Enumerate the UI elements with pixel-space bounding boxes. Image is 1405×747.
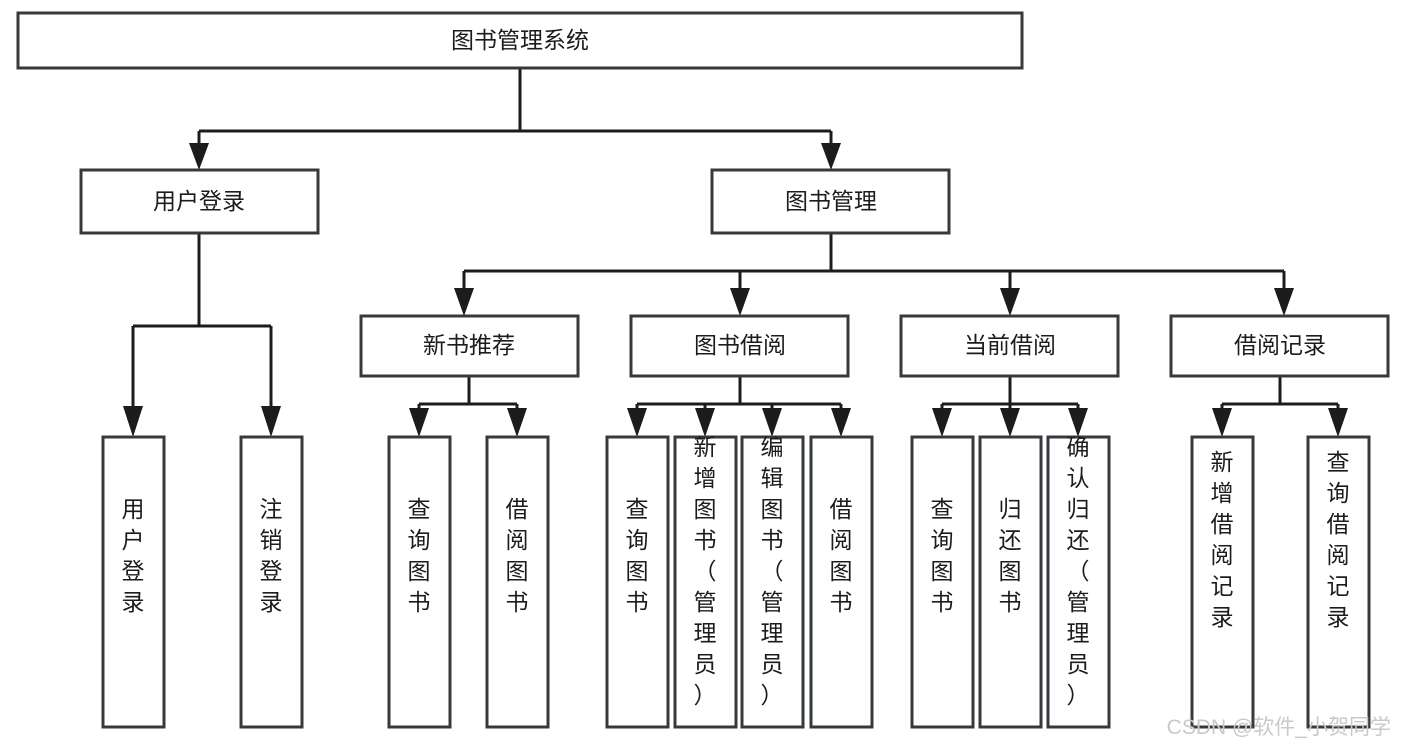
- arrow-head-currentborrow-leaf-1: [932, 408, 952, 437]
- node-book-management-label: 图书管理: [785, 188, 877, 214]
- leaf-book-borrow-1-box[interactable]: [605, 435, 670, 729]
- leaf-user-login-1-box[interactable]: [101, 435, 166, 729]
- leaf-book-borrow-3[interactable]: 编辑图书（管理员）: [740, 434, 805, 729]
- arrow-head-borrowrecord-leaf-2: [1328, 408, 1348, 437]
- leaf-user-login-2[interactable]: 注销登录: [239, 435, 304, 729]
- leaf-book-borrow-4-label: 借阅图书: [830, 496, 853, 615]
- node-root[interactable]: 图书管理系统: [16, 11, 1024, 70]
- leaf-new-book-2[interactable]: 借阅图书: [485, 435, 550, 729]
- leaf-borrow-record-1-label: 新增借阅记录: [1211, 449, 1234, 630]
- leaf-borrow-record-1[interactable]: 新增借阅记录: [1190, 435, 1255, 729]
- leaf-current-borrow-3-label: 确认归还（管理员）: [1067, 434, 1090, 708]
- leaf-book-borrow-4[interactable]: 借阅图书: [809, 435, 874, 729]
- leaf-new-book-2-label: 借阅图书: [506, 496, 529, 615]
- node-user-login-box[interactable]: [79, 168, 320, 235]
- node-book-borrow[interactable]: 图书借阅: [629, 314, 850, 378]
- node-book-management[interactable]: 图书管理: [710, 168, 951, 235]
- arrow-head-to-user-login: [189, 143, 209, 170]
- leaf-user-login-1[interactable]: 用户登录: [101, 435, 166, 729]
- node-new-book-recommend-label: 新书推荐: [423, 332, 515, 358]
- node-user-login-label: 用户登录: [153, 188, 245, 214]
- node-root-label: 图书管理系统: [451, 27, 589, 53]
- node-book-borrow-box[interactable]: [629, 314, 850, 378]
- node-new-book-recommend-box[interactable]: [359, 314, 580, 378]
- leaf-user-login-2-box[interactable]: [239, 435, 304, 729]
- node-borrow-record-box[interactable]: [1169, 314, 1390, 378]
- leaf-new-book-1-box[interactable]: [387, 435, 452, 729]
- leaf-current-borrow-2[interactable]: 归还图书: [978, 435, 1043, 729]
- arrow-head-to-current-borrow: [1000, 288, 1020, 316]
- leaf-book-borrow-4-box[interactable]: [809, 435, 874, 729]
- arrow-head-bookborrow-leaf-1: [627, 408, 647, 437]
- leaf-current-borrow-1-label: 查询图书: [931, 496, 954, 615]
- arrow-head-bookborrow-leaf-2: [695, 408, 715, 437]
- arrow-head-to-new-book: [454, 288, 474, 316]
- leaf-user-login-2-label: 注销登录: [260, 496, 283, 615]
- node-borrow-record-label: 借阅记录: [1234, 332, 1326, 358]
- leaf-book-borrow-1-label: 查询图书: [626, 496, 649, 615]
- leaf-borrow-record-2[interactable]: 查询借阅记录: [1306, 435, 1371, 729]
- node-root-box[interactable]: [16, 11, 1024, 70]
- arrow-head-login-leaf-2: [261, 406, 281, 437]
- arrow-head-newbook-leaf-1: [409, 408, 429, 437]
- leaf-book-borrow-2-label: 新增图书（管理员）: [694, 434, 717, 708]
- arrow-head-borrowrecord-leaf-1: [1212, 408, 1232, 437]
- leaf-current-borrow-2-box[interactable]: [978, 435, 1043, 729]
- leaf-current-borrow-2-label: 归还图书: [999, 496, 1022, 615]
- leaf-new-book-1-label: 查询图书: [408, 496, 431, 615]
- leaf-new-book-1[interactable]: 查询图书: [387, 435, 452, 729]
- arrow-head-currentborrow-leaf-2: [1000, 408, 1020, 437]
- node-current-borrow-box[interactable]: [899, 314, 1120, 378]
- leaf-book-borrow-1[interactable]: 查询图书: [605, 435, 670, 729]
- node-new-book-recommend[interactable]: 新书推荐: [359, 314, 580, 378]
- arrow-head-to-book-management: [821, 143, 841, 170]
- leaf-borrow-record-2-box[interactable]: [1306, 435, 1371, 729]
- node-current-borrow[interactable]: 当前借阅: [899, 314, 1120, 378]
- arrow-head-to-borrow-record: [1274, 288, 1294, 316]
- leaf-book-borrow-2[interactable]: 新增图书（管理员）: [673, 434, 738, 729]
- leaf-current-borrow-1[interactable]: 查询图书: [910, 435, 975, 729]
- leaf-current-borrow-1-box[interactable]: [910, 435, 975, 729]
- node-borrow-record[interactable]: 借阅记录: [1169, 314, 1390, 378]
- leaf-current-borrow-3-box[interactable]: [1046, 435, 1111, 729]
- leaf-user-login-1-label: 用户登录: [122, 496, 145, 615]
- leaf-borrow-record-2-label: 查询借阅记录: [1327, 449, 1350, 630]
- node-user-login[interactable]: 用户登录: [79, 168, 320, 235]
- node-current-borrow-label: 当前借阅: [964, 332, 1056, 358]
- arrow-head-to-book-borrow: [730, 288, 750, 316]
- node-book-borrow-label: 图书借阅: [694, 332, 786, 358]
- arrow-head-login-leaf-1: [123, 406, 143, 437]
- leaf-book-borrow-3-label: 编辑图书（管理员）: [761, 434, 784, 708]
- leaf-book-borrow-3-box[interactable]: [740, 435, 805, 729]
- arrow-head-bookborrow-leaf-4: [831, 408, 851, 437]
- leaf-new-book-2-box[interactable]: [485, 435, 550, 729]
- arrow-head-newbook-leaf-2: [507, 408, 527, 437]
- node-book-management-box[interactable]: [710, 168, 951, 235]
- leaf-book-borrow-2-box[interactable]: [673, 435, 738, 729]
- leaf-borrow-record-1-box[interactable]: [1190, 435, 1255, 729]
- arrow-head-bookborrow-leaf-3: [762, 408, 782, 437]
- leaf-current-borrow-3[interactable]: 确认归还（管理员）: [1046, 434, 1111, 729]
- connector-group: [123, 68, 1348, 437]
- arrow-head-currentborrow-leaf-3: [1068, 408, 1088, 437]
